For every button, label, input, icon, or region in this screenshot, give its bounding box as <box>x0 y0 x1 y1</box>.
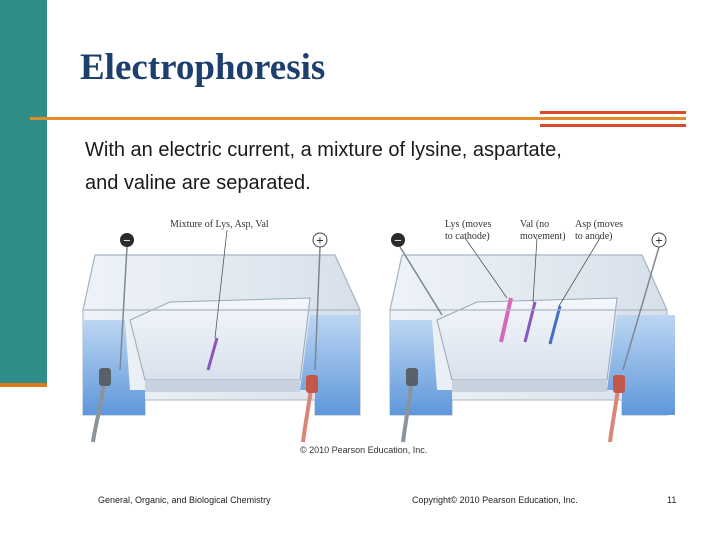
left-cathode-wire <box>119 246 128 371</box>
val-band <box>523 301 537 343</box>
val-label-pointer <box>532 237 538 303</box>
left-sidebar-bar <box>0 0 47 383</box>
left-sidebar-accent <box>0 383 47 387</box>
left-anode-sign: + <box>316 236 324 247</box>
footer-page-number: 11 <box>667 495 677 505</box>
left-gel-front <box>145 380 300 392</box>
left-cathode-sign: − <box>123 236 131 247</box>
lys-label-line2: to cathode) <box>445 231 490 242</box>
footer-course-title: General, Organic, and Biological Chemist… <box>98 495 271 505</box>
right-anode-plug <box>613 375 625 393</box>
lys-band <box>499 297 513 343</box>
right-anode-wire <box>622 246 660 371</box>
left-anode-plug <box>306 375 318 393</box>
left-label-pointer <box>214 229 228 339</box>
right-cathode-wire <box>399 246 443 316</box>
asp-label-line2: to anode) <box>575 231 613 242</box>
figure-copyright: © 2010 Pearson Education, Inc. <box>300 445 428 455</box>
left-mixture-label: Mixture of Lys, Asp, Val <box>170 219 269 230</box>
title-underline-accent-top <box>540 111 686 114</box>
right-anode-terminal <box>651 232 667 248</box>
val-label-line2: movement) <box>520 231 566 242</box>
left-tank-rim <box>82 254 361 311</box>
asp-band <box>548 305 562 345</box>
right-anode-sign: + <box>655 236 663 247</box>
right-gel-front <box>452 380 607 392</box>
asp-label-pointer <box>558 237 601 307</box>
lys-label-line1: Lys (moves <box>445 219 491 230</box>
lys-label-pointer <box>464 237 508 299</box>
left-lane-mixture <box>206 337 219 371</box>
right-cathode-plug <box>406 368 418 386</box>
slide-title: Electrophoresis <box>80 47 326 88</box>
right-tank-water-left <box>390 320 452 415</box>
left-anode-terminal <box>312 232 328 248</box>
title-underline-accent-bottom <box>540 124 686 127</box>
left-cathode-terminal <box>120 233 134 247</box>
right-tank-rim <box>389 254 668 311</box>
left-anode-wire <box>314 246 321 371</box>
body-line-2: and valine are separated. <box>85 172 311 194</box>
title-underline <box>30 117 686 120</box>
left-apparatus: − + Mixture of Lys, Asp, Val <box>82 219 361 443</box>
right-apparatus: − + Lys (moves to cathode) Val (no movem… <box>389 219 675 443</box>
left-gel-platform <box>129 297 311 381</box>
left-tank-water-left <box>83 320 145 415</box>
asp-label-line1: Asp (moves <box>575 219 623 230</box>
val-label-line1: Val (no <box>520 219 549 230</box>
footer-copyright: Copyright© 2010 Pearson Education, Inc. <box>412 495 578 505</box>
slide-body-text: With an electric current, a mixture of l… <box>85 134 695 200</box>
electrophoresis-figure: − + Mixture of Lys, Asp, Val − + Lys (mo… <box>82 219 675 443</box>
left-cathode-plug <box>99 368 111 386</box>
right-cathode-terminal <box>391 233 405 247</box>
right-cathode-sign: − <box>394 236 402 247</box>
body-line-1: With an electric current, a mixture of l… <box>85 139 562 161</box>
